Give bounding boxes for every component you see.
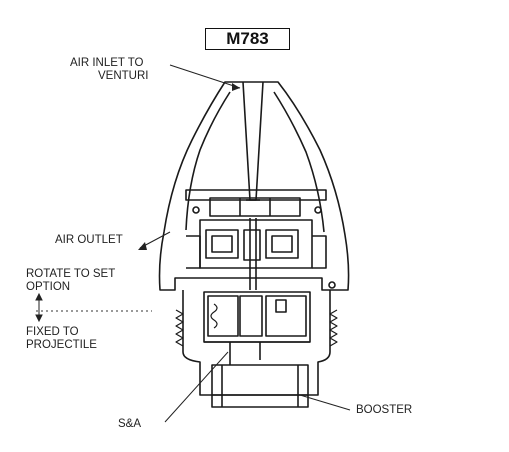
fixed-label: FIXED TO PROJECTILE bbox=[26, 326, 97, 351]
air-outlet-label: AIR OUTLET bbox=[55, 234, 123, 246]
s-and-a-leader bbox=[164, 351, 229, 423]
booster-cup bbox=[211, 364, 309, 408]
s-and-a-label: S&A bbox=[118, 418, 142, 430]
venturi-label: VENTURI bbox=[98, 70, 149, 82]
booster-label: BOOSTER bbox=[356, 404, 413, 416]
venturi-channel bbox=[242, 81, 264, 201]
model-title-box: M783 bbox=[205, 28, 290, 50]
upper-ring-band bbox=[185, 189, 327, 201]
booster-leader bbox=[299, 394, 351, 411]
rotate-label: ROTATE TO SET OPTION bbox=[26, 268, 116, 293]
thread-section bbox=[175, 309, 338, 347]
air-inlet-leader bbox=[169, 64, 241, 89]
model-title: M783 bbox=[226, 29, 269, 48]
ogive-inner-wall-left bbox=[185, 91, 231, 231]
ogive-outer-contour bbox=[158, 81, 350, 291]
safe-and-arm-module bbox=[203, 291, 311, 343]
air-inlet-label: AIR INLET TO bbox=[70, 57, 144, 69]
air-outlet-arrowhead bbox=[138, 242, 147, 250]
